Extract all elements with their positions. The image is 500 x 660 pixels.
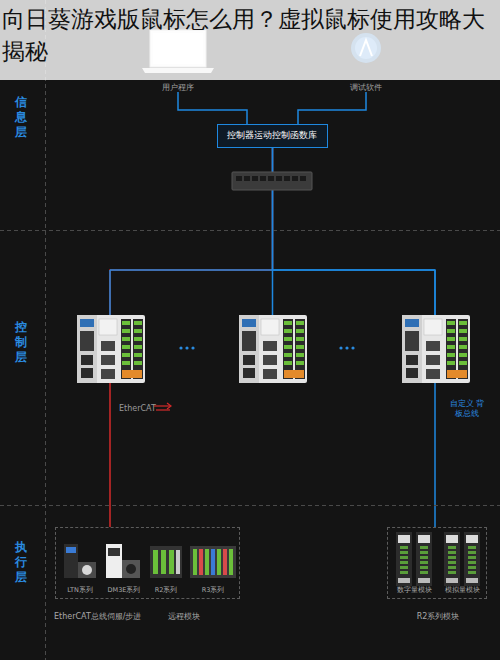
node-text: 控制器运动控制函数库 (218, 131, 326, 141)
bus-connector (178, 92, 247, 124)
node-text: R2系列 (147, 587, 185, 594)
node-text: 模拟量模块 (440, 587, 484, 594)
page-title: 向日葵游戏版鼠标怎么用？虚拟鼠标使用攻略大揭秘 (2, 3, 498, 67)
module-group: R2系列模块数字量模块模拟量模块 (387, 527, 487, 599)
bus-connector (298, 92, 366, 124)
node-text: DM3E系列 (103, 587, 145, 594)
device-group: EtherCAT总线伺服/步进远程模块LTN系列DM3E系列R2系列R3系列 (55, 527, 240, 599)
node-text: EtherCAT总线伺服/步进 (54, 612, 154, 621)
module-item: 数字量模块 (392, 530, 436, 596)
node-text: LTN系列 (59, 587, 101, 594)
node-text: R2系列模块 (388, 612, 488, 621)
module-item: 模拟量模块 (440, 530, 484, 596)
node-text: 远程模块 (168, 612, 218, 621)
watermark-banner: 向日葵游戏版鼠标怎么用？虚拟鼠标使用攻略大揭秘 (0, 0, 500, 80)
node-text: 数字量模块 (392, 587, 436, 594)
library-box: 控制器运动控制函数库 (217, 124, 328, 148)
bus-connector (273, 148, 436, 527)
layer-label: 信息层 (14, 95, 28, 140)
node-text: 调试软件 (338, 83, 394, 92)
layer-label: 控制层 (14, 320, 28, 365)
bus-connector (110, 148, 273, 527)
bus-label: EtherCAT (119, 404, 159, 414)
device-item: R2系列 (147, 540, 185, 596)
bus-label: 自定义 背板总线 (446, 399, 488, 418)
layer-label: 执行层 (14, 540, 28, 585)
node-text: R3系列 (188, 587, 238, 594)
device-item: R3系列 (188, 540, 238, 596)
device-item: LTN系列 (59, 540, 101, 596)
device-item: DM3E系列 (103, 540, 145, 596)
node-text: 用户程序 (140, 83, 216, 92)
